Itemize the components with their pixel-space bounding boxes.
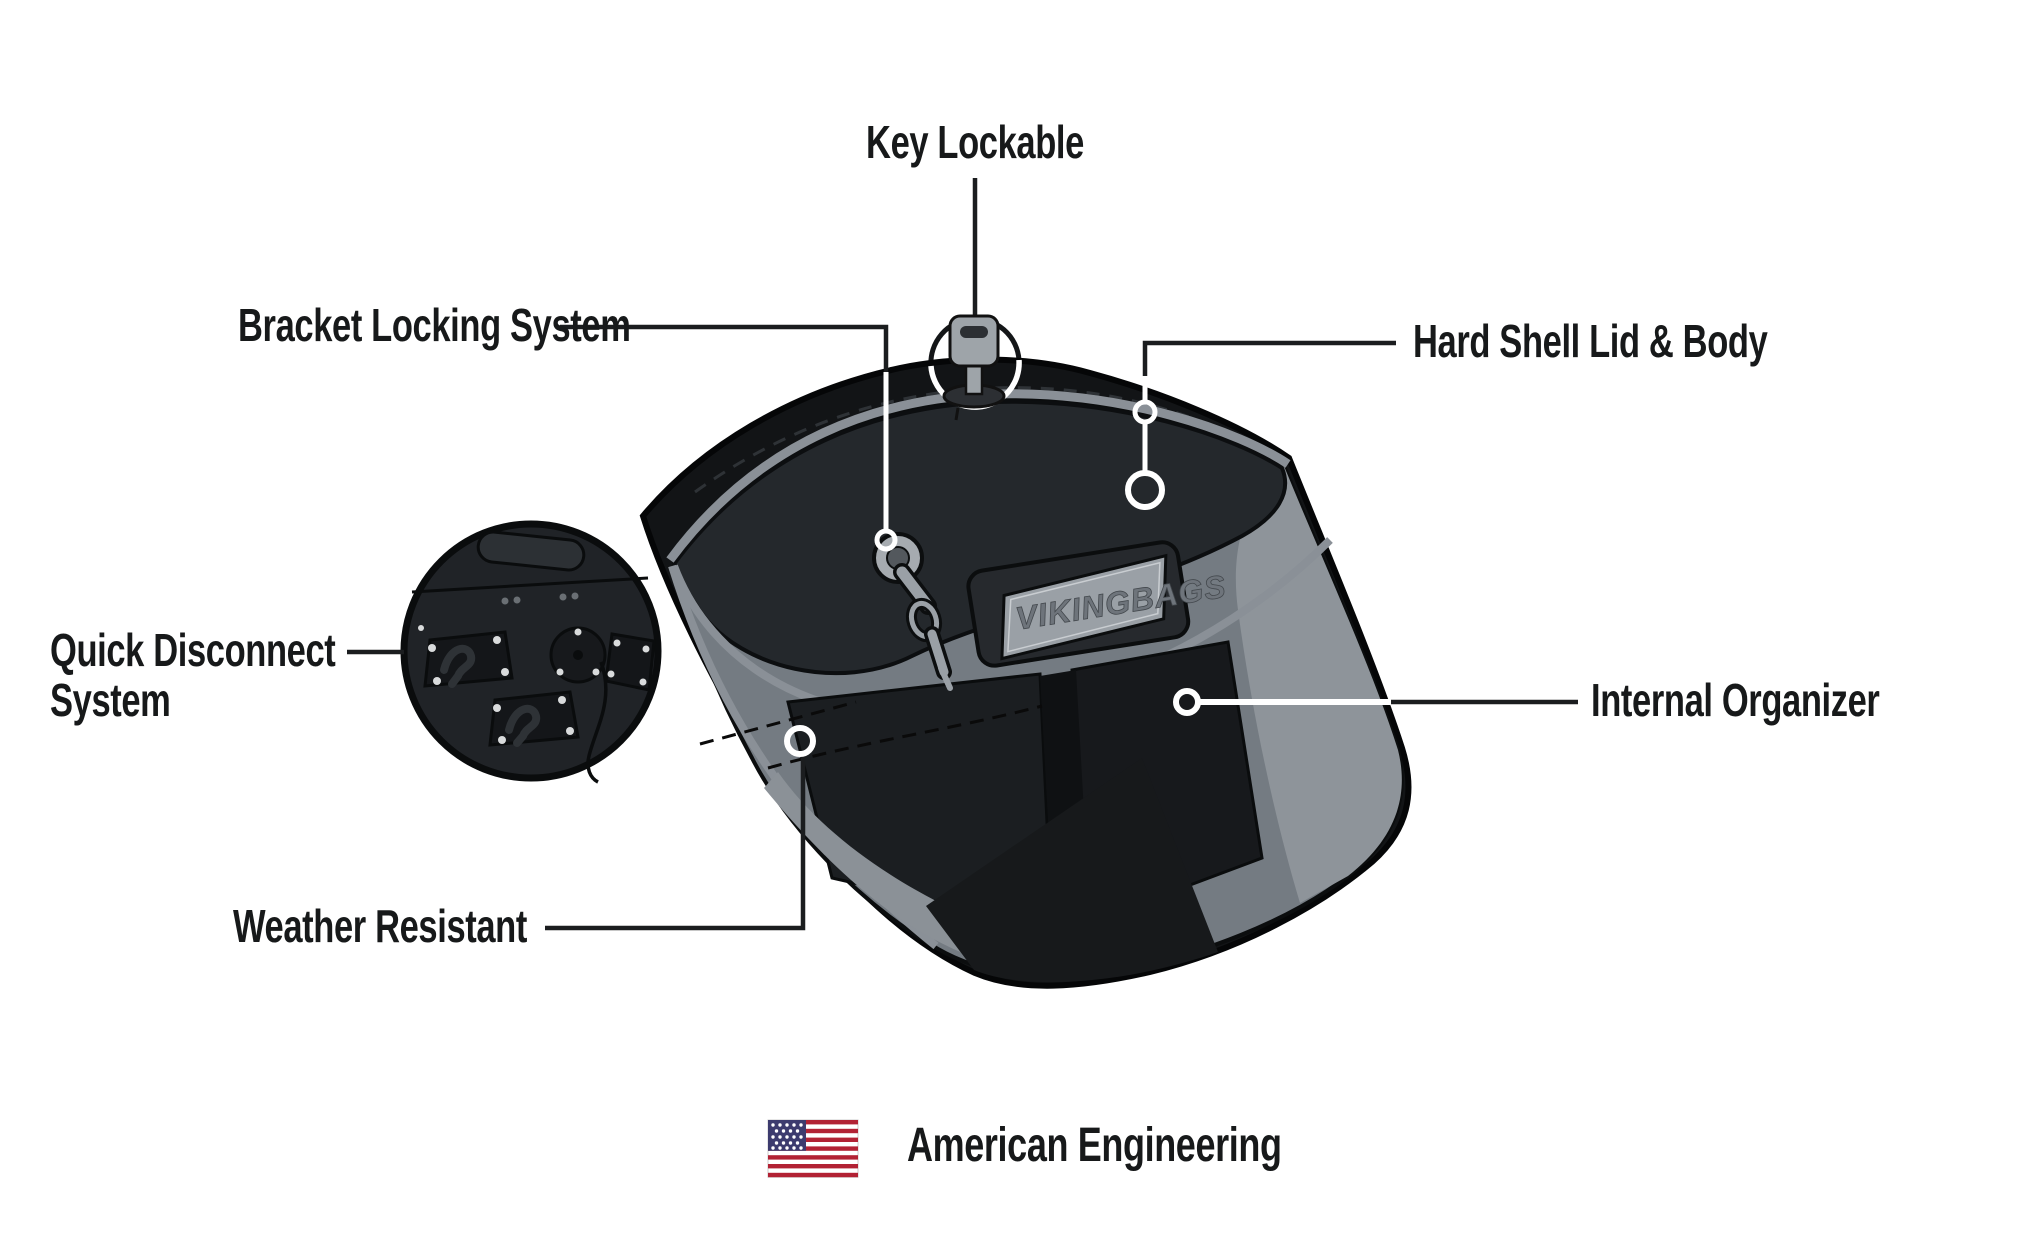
screw (556, 668, 564, 676)
bottom-shadow-wedge (926, 758, 1218, 983)
screw (558, 696, 566, 704)
us-flag-icon (767, 1119, 859, 1178)
callout-lines-white (784, 372, 1391, 757)
screw (501, 668, 509, 676)
key-head (948, 314, 1000, 368)
callout-label-quick-disconnect-system: Quick Disconnect System (50, 624, 336, 726)
screw (607, 670, 615, 678)
mount-plate-1 (423, 630, 514, 688)
hard-shell-lid-ring-icon (1132, 399, 1158, 425)
hook (440, 644, 476, 688)
callout-label-weather-resistant: Weather Resistant (232, 900, 527, 952)
rivet (559, 593, 567, 601)
rivet (501, 597, 509, 605)
inset-top-seam (411, 576, 649, 594)
brand-badge: VIKINGBAGS (966, 540, 1229, 668)
callout-label-bracket-locking-system: Bracket Locking System (238, 299, 631, 351)
disc-center (573, 650, 583, 660)
quick-disconnect-inset (400, 520, 662, 784)
screw (493, 704, 501, 712)
key-head-slot (960, 326, 988, 338)
screw (418, 625, 424, 631)
mount-plate-2 (488, 690, 580, 747)
key2-tip (938, 665, 953, 691)
lid-inner-panel (671, 399, 1288, 676)
rivet (513, 596, 521, 604)
inset-handle (476, 530, 586, 572)
quick-disconnect-line1: Quick Disconnect (50, 624, 336, 676)
screw (493, 636, 501, 644)
key-lockable-icon-group (928, 314, 1022, 421)
keyhole-lock (872, 532, 953, 691)
flag-stars (771, 1123, 803, 1150)
callout-label-internal-organizer: Internal Organizer (1591, 674, 1880, 726)
badge-bevel (1007, 561, 1161, 653)
cable (586, 661, 608, 784)
bag-right-face (1235, 466, 1402, 903)
badge-metal-plate (1000, 553, 1168, 661)
screw (592, 668, 600, 676)
saddlebag-illustration: VIKINGBAGS (639, 356, 1412, 989)
screw (642, 645, 650, 653)
plate-right (604, 632, 656, 692)
screw (566, 727, 574, 735)
screw (613, 639, 621, 647)
pocket-stitch-1 (699, 700, 857, 746)
hook (505, 704, 541, 747)
disconnect-disc (549, 626, 656, 784)
callout-label-key-lockable: Key Lockable (866, 116, 1084, 168)
internal-organizer-ring-icon (1173, 688, 1201, 716)
weather-ring-icon (784, 725, 816, 757)
hard-shell-body-ring-icon (1125, 470, 1165, 510)
screw (639, 678, 647, 686)
rivet (571, 592, 579, 600)
flag-stripes (768, 1120, 858, 1178)
quick-disconnect-line2: System (50, 674, 171, 726)
hard-shell-line (1142, 340, 1396, 376)
weather-resistant-line (545, 754, 806, 931)
callout-lines-black (347, 178, 1578, 931)
bracket-locking-line (560, 324, 889, 372)
footer-label-american-engineering: American Engineering (907, 1119, 1282, 1172)
screw (574, 628, 582, 636)
screw (498, 736, 506, 744)
bracket-ring-icon (874, 528, 898, 552)
callout-label-hard-shell-lid-body: Hard Shell Lid & Body (1413, 315, 1768, 367)
key-tick (954, 407, 960, 421)
screw (428, 644, 436, 652)
screw (433, 677, 441, 685)
